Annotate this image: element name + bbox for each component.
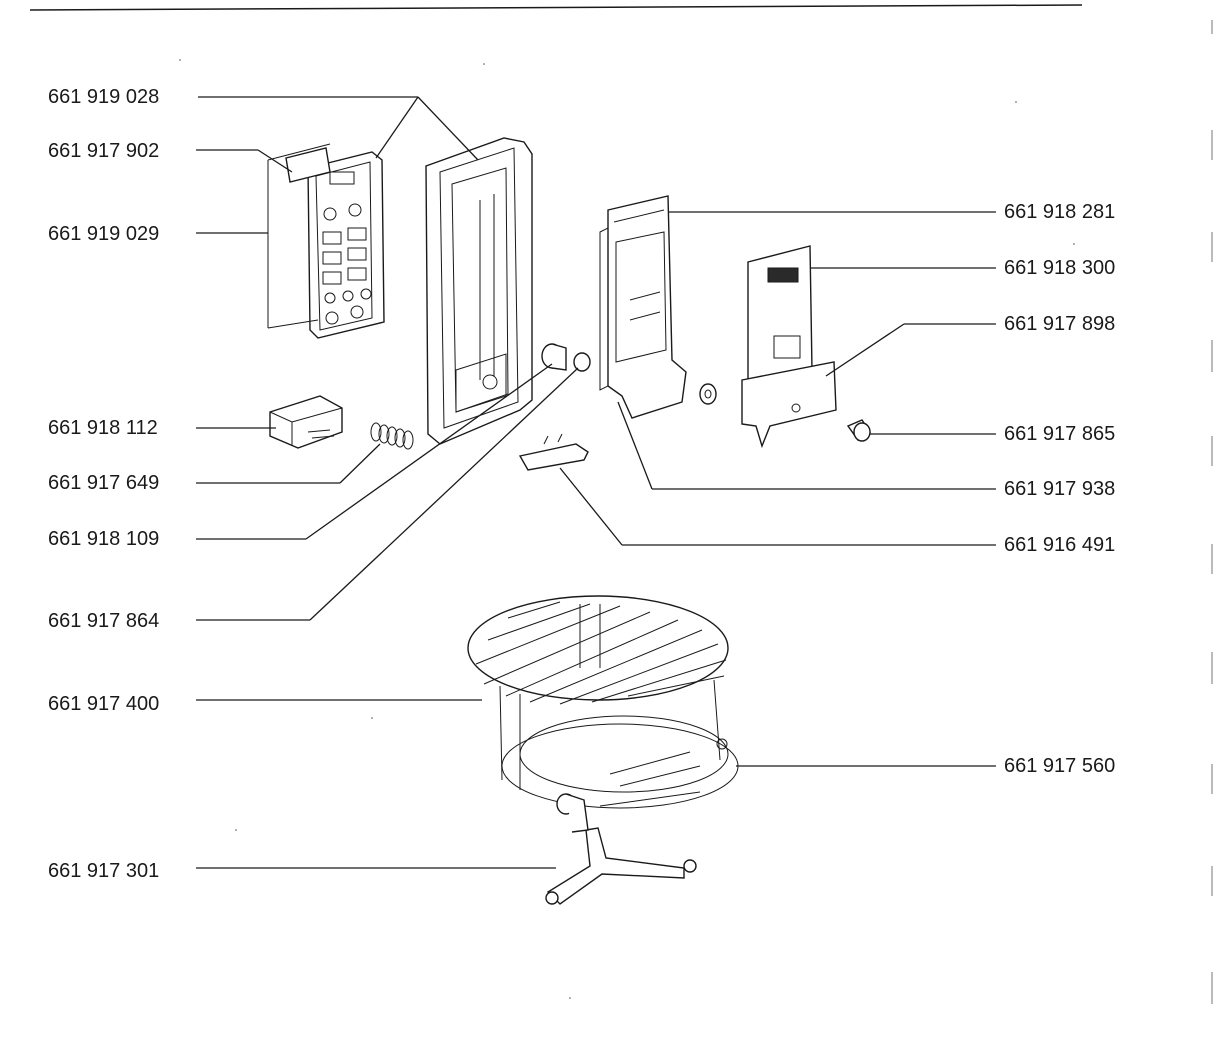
part-label: 661 916 491 (1004, 534, 1116, 556)
turntable-ring (501, 715, 739, 809)
edge-scan-marks (1211, 20, 1213, 1004)
latch (518, 433, 589, 471)
leader-l4a (339, 443, 381, 484)
part-label: 661 917 865 (1004, 423, 1116, 445)
part-label: 661 917 902 (48, 140, 160, 162)
leader-r2a (825, 323, 905, 377)
part-label: 661 918 112 (48, 417, 158, 439)
leader-l0a (417, 96, 479, 161)
scan-speckles (179, 59, 1075, 999)
top-rule (29, 4, 1083, 11)
fuse-cap (846, 419, 871, 442)
part-label: 661 917 560 (1004, 755, 1116, 777)
door-frame (425, 137, 533, 445)
membrane-overlay (267, 143, 331, 329)
switch-block (269, 395, 343, 449)
leader-r5a (559, 467, 623, 546)
control-panel-frame (307, 151, 385, 339)
leader-l6a (309, 367, 579, 621)
bushing (541, 343, 567, 371)
part-label: 661 917 898 (1004, 313, 1116, 335)
leader-l0b (375, 96, 419, 159)
mounting-chassis (599, 195, 687, 419)
part-label: 661 917 649 (48, 472, 160, 494)
leader-l5a (305, 363, 553, 540)
part-label: 661 918 109 (48, 528, 160, 550)
part-label: 661 917 864 (48, 610, 160, 632)
grommet (699, 383, 717, 405)
leader-lines (196, 96, 996, 869)
small-knob (573, 352, 591, 372)
rotor-coupler (545, 793, 697, 905)
control-pcb (741, 245, 837, 449)
wire-rack (467, 595, 729, 790)
part-label: 661 917 301 (48, 860, 160, 882)
part-label: 661 918 281 (1004, 201, 1116, 223)
part-label: 661 919 028 (48, 86, 160, 108)
leader-l1a (257, 149, 293, 173)
spring (370, 422, 414, 450)
part-label: 661 919 029 (48, 223, 160, 245)
part-label: 661 917 938 (1004, 478, 1116, 500)
leader-r4a (617, 401, 653, 490)
part-label: 661 917 400 (48, 693, 160, 715)
part-label: 661 918 300 (1004, 257, 1116, 279)
